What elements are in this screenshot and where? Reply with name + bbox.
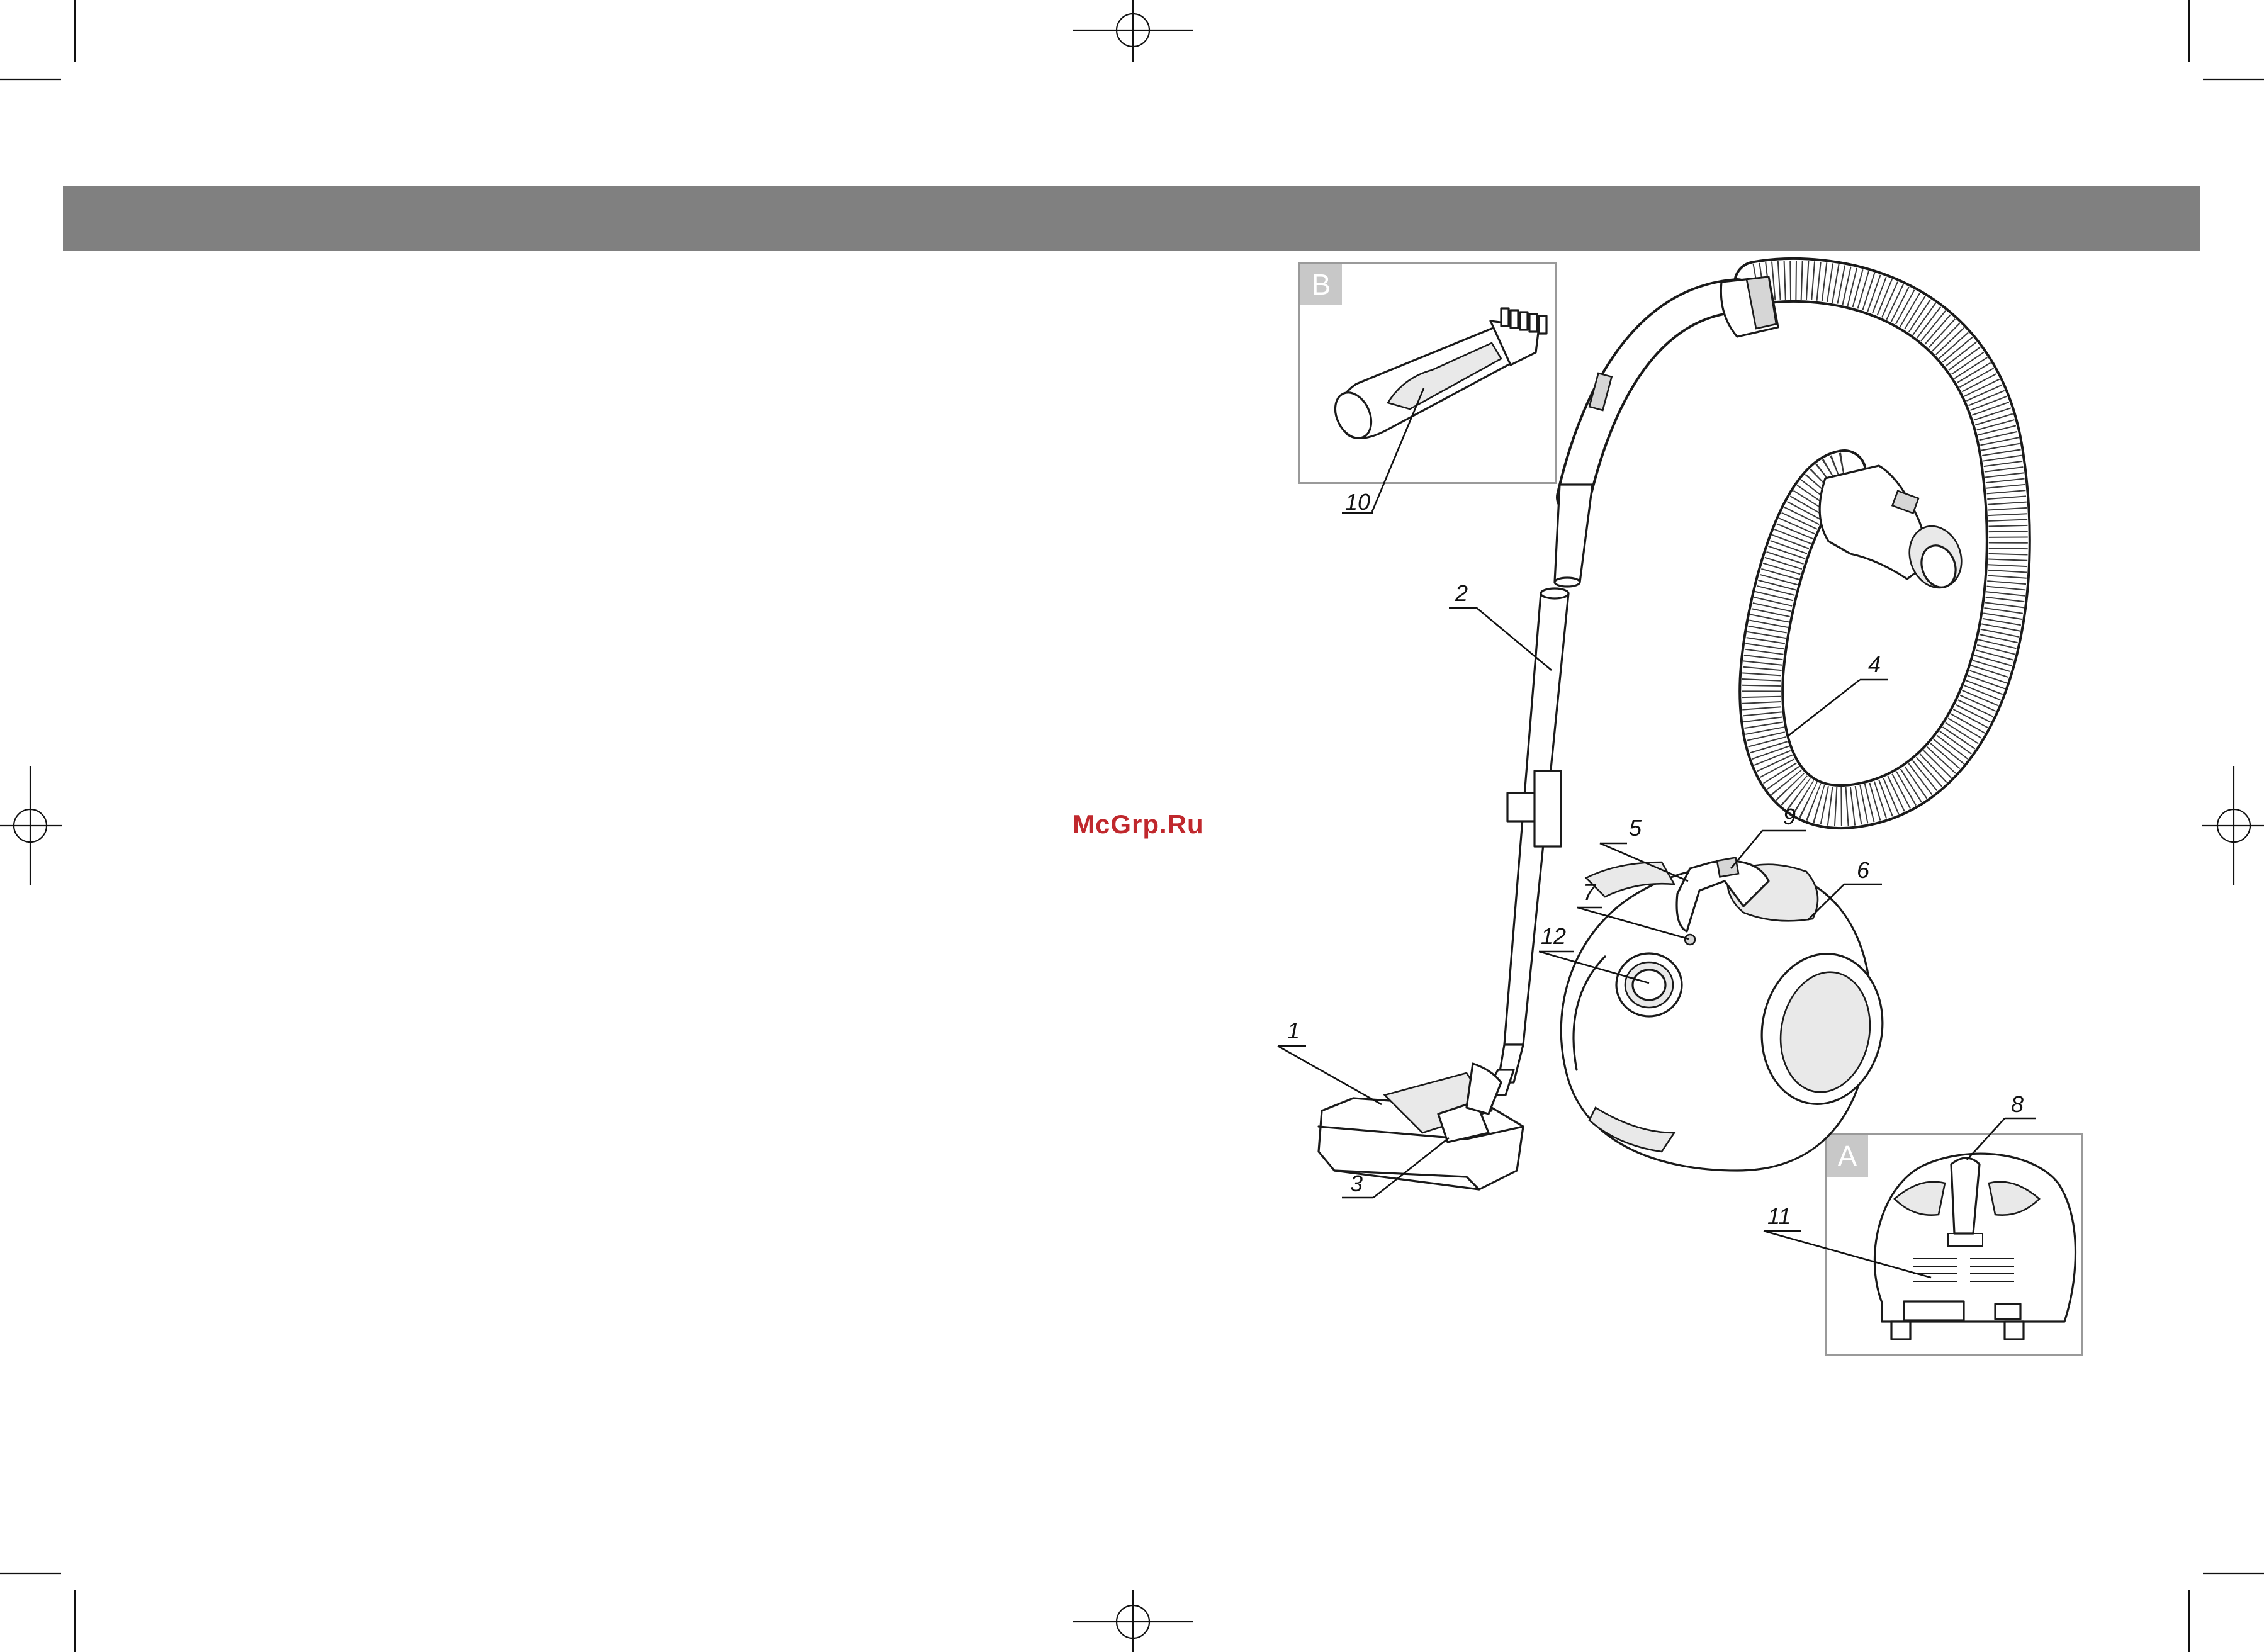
floor-nozzle-drawing: [1319, 1064, 1523, 1189]
crop-mark-top-right: [2189, 0, 2264, 79]
callout-9: 9: [1731, 804, 1806, 868]
crop-mark-bottom-left: [0, 1573, 75, 1652]
callout-2: 2: [1449, 580, 1552, 670]
callout-1: 1: [1278, 1018, 1382, 1104]
hose-drawing: [1756, 280, 2008, 807]
vacuum-body-drawing: [1561, 858, 1894, 1171]
callout-2-label: 2: [1455, 580, 1468, 606]
callout-4: 4: [1788, 651, 1888, 736]
registration-target-bottom: [1073, 1590, 1193, 1652]
crop-mark-bottom-right: [2189, 1573, 2264, 1652]
registration-target-top: [1073, 0, 1193, 62]
callout-3-label: 3: [1350, 1171, 1363, 1196]
callout-11-label: 11: [1767, 1203, 1791, 1229]
callout-4-label: 4: [1868, 651, 1881, 677]
callout-7-label: 7: [1583, 879, 1597, 905]
callout-1-label: 1: [1287, 1018, 1300, 1043]
callout-8: 8: [1967, 1091, 2036, 1160]
registration-target-right: [2202, 766, 2264, 885]
brush-attachment-drawing: [1328, 308, 1546, 444]
callout-9-label: 9: [1783, 804, 1796, 829]
callout-6-label: 6: [1857, 857, 1870, 883]
callout-5-label: 5: [1629, 815, 1642, 841]
callout-12-label: 12: [1541, 923, 1566, 949]
callout-8-label: 8: [2011, 1091, 2024, 1117]
rear-view-drawing: [1874, 1154, 2075, 1339]
callout-10-label: 10: [1345, 489, 1370, 515]
crop-mark-top-left: [0, 0, 75, 79]
registration-target-left: [0, 766, 62, 885]
